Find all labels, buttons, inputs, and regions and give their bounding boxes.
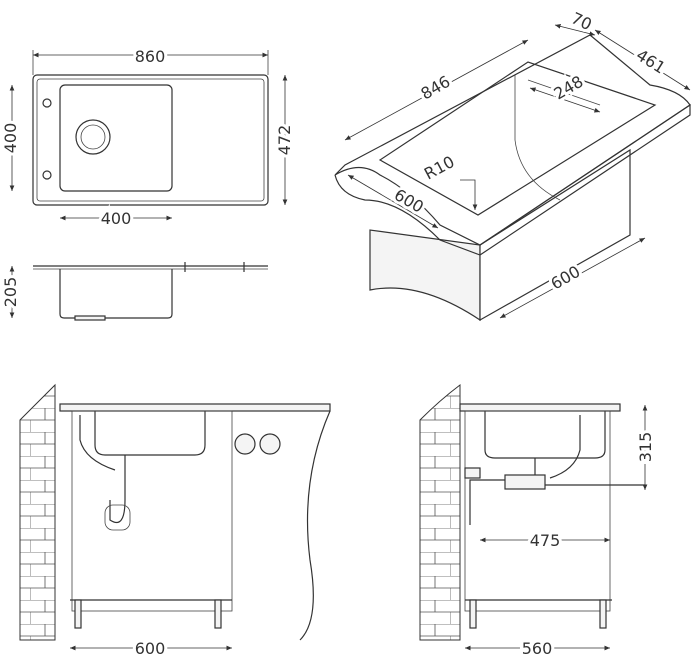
dim-depth-461: 461: [633, 45, 669, 77]
drain-icon: [75, 119, 111, 155]
dim-height-205: 205: [1, 277, 20, 308]
dim-bowl-400: 400: [101, 209, 132, 228]
dim-cabinet-width-600: 600: [135, 639, 166, 658]
dim-depth-560: 560: [522, 639, 553, 658]
dim-depth-400: 400: [1, 123, 20, 154]
dim-edge-70: 70: [568, 8, 594, 34]
side-install-view: [419, 383, 648, 651]
tap-hole-icon: [42, 98, 52, 108]
dim-depth-472: 472: [275, 125, 294, 156]
tap-hole-icon: [42, 170, 52, 180]
top-view: [9, 50, 288, 221]
side-view: [9, 262, 268, 321]
dim-width-860: 860: [135, 47, 166, 66]
front-install-view: [19, 383, 331, 651]
dim-length-846: 846: [418, 72, 454, 104]
dim-offset-475: 475: [530, 531, 561, 550]
dim-height-315: 315: [636, 432, 655, 463]
isometric-view: [334, 24, 691, 322]
